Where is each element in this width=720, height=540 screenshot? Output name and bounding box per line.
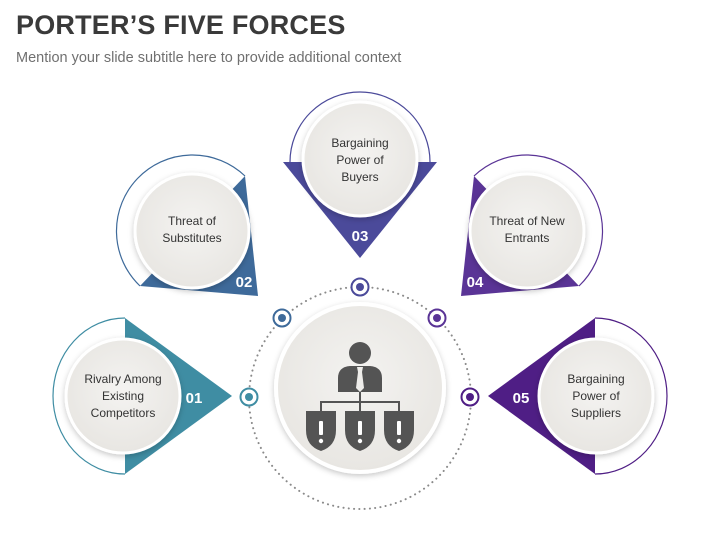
force-04-node: 04 [461, 154, 604, 296]
business-person-with-three-shields-icon [306, 342, 414, 451]
force-05-node: 05 [488, 317, 668, 475]
force-02-node: 02 [115, 154, 258, 296]
force-05-number: 05 [513, 390, 530, 407]
force-03-number: 03 [352, 228, 369, 245]
ring-marker-03 [350, 277, 370, 297]
force-02-label: Threat of Substitutes [162, 214, 222, 245]
ring-marker-02 [272, 308, 292, 328]
force-01-node: 01 [52, 317, 232, 475]
force-03-label: Bargaining Power of Buyers [331, 136, 389, 184]
force-02-number: 02 [236, 274, 253, 291]
force-04-label: Threat of New Entrants [489, 214, 565, 245]
ring-marker-05 [460, 387, 480, 407]
force-01-label: Rivalry Among Existing Competitors [84, 372, 162, 420]
force-01-number: 01 [186, 390, 203, 407]
page-subtitle: Mention your slide subtitle here to prov… [16, 50, 402, 66]
ring-marker-04 [427, 308, 447, 328]
ring-marker-01 [239, 387, 259, 407]
force-03-node: 03 [283, 91, 437, 258]
page-title: PORTER’S FIVE FORCES [16, 10, 346, 40]
force-05-label: Bargaining Power of Suppliers [567, 372, 625, 420]
force-04-number: 04 [467, 274, 484, 291]
